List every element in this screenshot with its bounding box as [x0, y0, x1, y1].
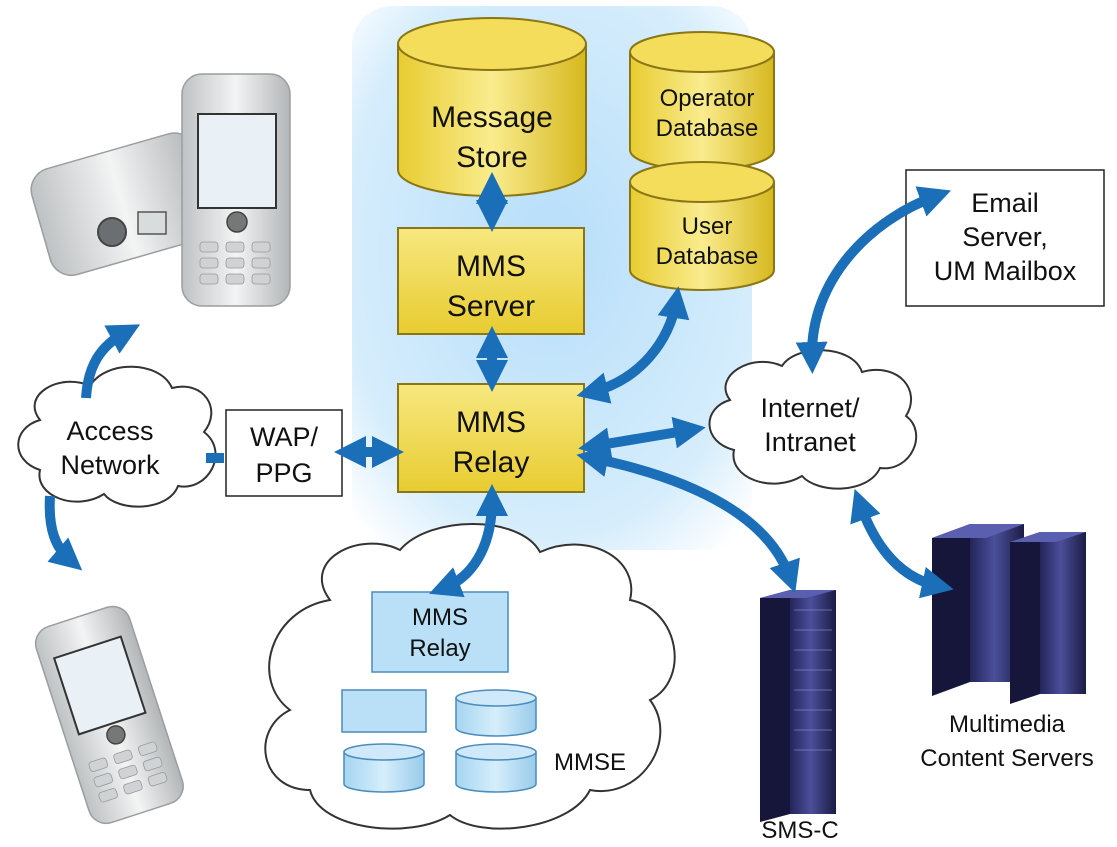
- operator-database: Operator Database: [629, 31, 775, 171]
- email-server-node: Email Server, UM Mailbox: [905, 169, 1105, 307]
- database-icon: [343, 743, 425, 793]
- mmse-store-box: [341, 689, 427, 733]
- arrow-relay-mmse: [429, 484, 508, 598]
- server-tower-icon: [760, 590, 836, 822]
- internet-label-1: Internet/: [760, 393, 860, 423]
- arrow-access-phone-top: [81, 324, 141, 399]
- wap-ppg-label-2: PPG: [255, 458, 312, 488]
- arrow-internet-email: [795, 186, 952, 374]
- content-servers-label-1: Multimedia: [949, 711, 1066, 738]
- mmse-relay-label-1: MMS: [412, 604, 468, 631]
- message-store-database: Message Store: [397, 17, 587, 197]
- arrow-relay-userdb: [576, 286, 690, 404]
- mms-relay-label-1: MMS: [456, 406, 526, 439]
- arrow-internet-content: [850, 488, 954, 599]
- internet-intranet-cloud: Internet/ Intranet: [708, 349, 917, 490]
- phone-icon: [34, 605, 184, 825]
- email-server-label-3: UM Mailbox: [934, 256, 1077, 286]
- mms-relay-node: MMS Relay: [397, 383, 585, 493]
- mms-server-label-2: Server: [447, 290, 535, 323]
- message-store-label-2: Store: [456, 141, 528, 174]
- arrow-relay-internet: [578, 416, 706, 460]
- email-server-label-1: Email: [971, 188, 1039, 218]
- user-database-label-1: User: [682, 213, 733, 240]
- smsc-label: SMS-C: [761, 817, 838, 842]
- operator-database-label-2: Database: [656, 115, 759, 142]
- phone-icon: [30, 73, 291, 307]
- wap-ppg-node: WAP/ PPG: [225, 409, 343, 497]
- mmse-cloud: MMS Relay MMSE: [264, 523, 676, 830]
- mms-server-node: MMS Server: [397, 227, 585, 335]
- arrow-access-phone-bottom: [44, 495, 83, 571]
- internet-label-2: Intranet: [764, 427, 856, 457]
- mmse-label: MMSE: [554, 749, 626, 776]
- content-servers-label-2: Content Servers: [920, 745, 1093, 772]
- user-database-label-2: Database: [656, 243, 759, 270]
- arrow-relay-smsc: [576, 445, 800, 594]
- email-server-label-2: Server,: [962, 222, 1048, 252]
- database-icon: [455, 689, 537, 737]
- server-tower-icon: [1010, 532, 1086, 704]
- access-network-label-1: Access: [66, 416, 153, 446]
- mms-server-label-1: MMS: [456, 250, 526, 283]
- access-network-label-2: Network: [60, 450, 160, 480]
- mms-relay-label-2: Relay: [453, 446, 530, 479]
- user-database: User Database: [629, 161, 775, 291]
- access-network-cloud: Access Network: [17, 365, 217, 508]
- message-store-label-1: Message: [431, 101, 553, 134]
- mmse-relay-label-2: Relay: [409, 635, 470, 662]
- wap-ppg-label-1: WAP/: [250, 422, 318, 452]
- operator-database-label-1: Operator: [660, 85, 755, 112]
- database-icon: [455, 743, 537, 793]
- mmse-relay-box: [371, 591, 509, 673]
